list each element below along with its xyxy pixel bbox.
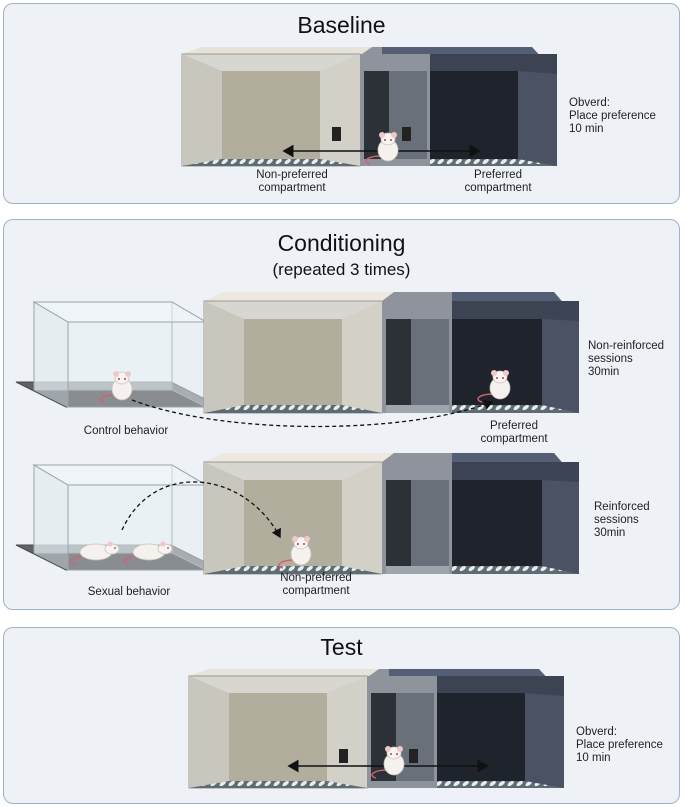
baseline-title: Baseline <box>297 12 386 38</box>
test-scene <box>188 668 565 789</box>
dashed-arrow-icon <box>121 481 281 539</box>
baseline-scene <box>181 46 558 167</box>
control-behavior-label: Control behavior <box>83 425 169 437</box>
chamber-box-icon <box>188 668 565 789</box>
chamber-box-icon <box>203 452 580 575</box>
test-title: Test <box>320 634 363 660</box>
conditioning-title: Conditioning <box>277 230 406 256</box>
conditioning-scene <box>15 291 580 575</box>
chamber-box-icon <box>181 46 558 167</box>
dashed-arrow-icon <box>131 399 494 428</box>
conditioning-panel: Conditioning (repeated 3 times) Control … <box>3 219 680 610</box>
chamber-box-icon <box>203 291 580 414</box>
cage-icon <box>15 464 222 571</box>
conditioning-subtitle: (repeated 3 times) <box>272 260 411 279</box>
sexual-behavior-label: Sexual behavior <box>87 586 171 598</box>
